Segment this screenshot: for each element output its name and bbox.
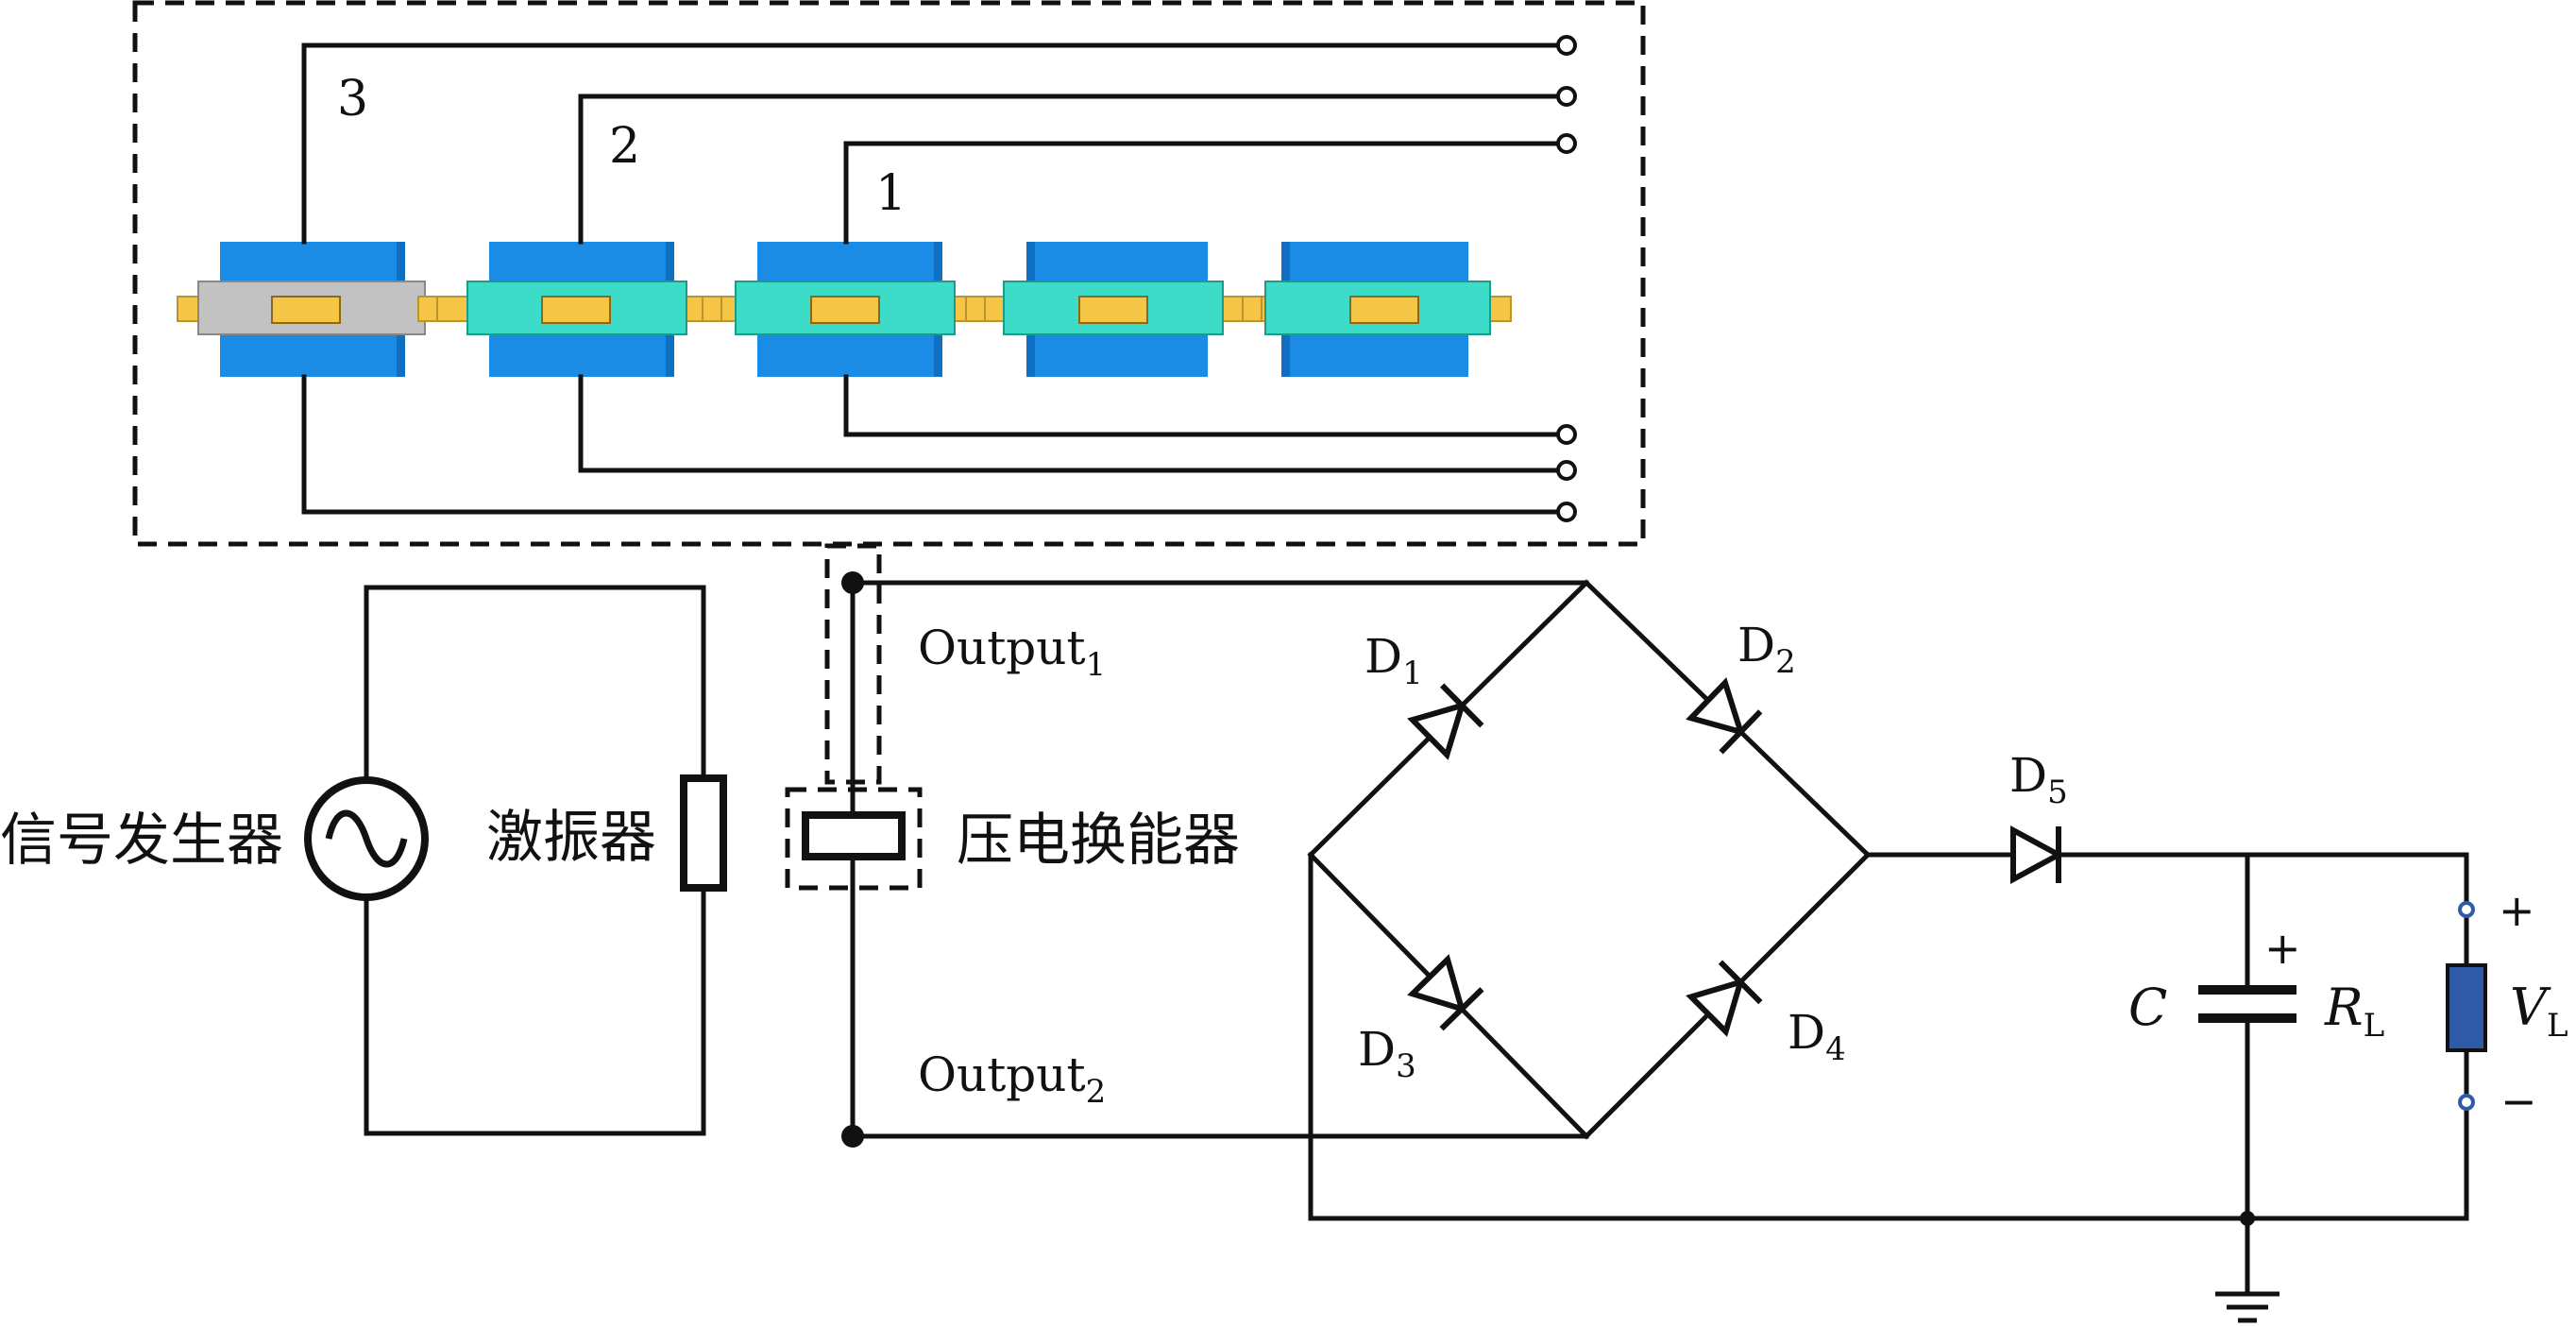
piezo-block-1 [735,242,956,377]
diode-bar [1718,960,1763,1005]
exciter-symbol [680,774,727,892]
block-sleeve [466,281,687,335]
diode-triangle [1407,701,1466,760]
diode-bar [1440,683,1484,728]
voltage-plus-sign: + [2499,885,2535,936]
rail-joint [417,296,438,322]
load-terminal-minus [2458,1094,2475,1111]
terminal-open [1556,86,1577,107]
exciter-label: 激振器 [486,805,656,871]
d5-label: D5 [2009,748,2068,811]
d2-label: D2 [1737,618,1796,681]
ground-icon [2215,1216,2279,1323]
block-inner-bar [271,296,341,324]
transducer-label: 压电换能器 [957,808,1240,874]
output1-label: Output1 [918,621,1106,684]
terminal-open [1556,424,1577,445]
voltage-label: VL [2510,978,2568,1045]
sine-wave-icon [325,809,408,868]
terminal-open [1556,502,1577,522]
excitation-loop-wire [364,585,706,796]
rail-joint [1242,296,1263,322]
diode-d3 [1407,954,1484,1031]
block-inner-bar [810,296,880,324]
diode-d2 [1686,677,1763,755]
diode-bar [1719,709,1763,755]
terminal-open [1556,133,1577,154]
stage-number-3: 3 [337,71,368,128]
load-resistor-symbol [2446,963,2487,1052]
stage-number-2: 2 [609,118,640,175]
diode-d4 [1686,960,1763,1037]
piezo-transducer-symbol [802,811,906,860]
piezo-block-5 [1264,242,1491,377]
lead-lower-2 [578,374,1561,473]
piezo-block-4 [1003,242,1224,377]
terminal-open [1556,35,1577,56]
rail-joint [965,296,986,322]
block-inner-bar [1078,296,1148,324]
return-wire [1308,852,2469,1221]
stage-number-1: 1 [875,165,907,222]
terminal-open [1556,460,1577,481]
excitation-circuit: 信号发生器 激振器 [0,585,727,1136]
signal-generator-label: 信号发生器 [0,808,283,874]
d4-label: D4 [1788,1005,1846,1068]
diode-d1 [1407,683,1484,760]
load-label: RL [2324,978,2384,1045]
load-terminal-plus [2458,901,2475,918]
lead-upper-1 [843,141,1561,245]
diode-d5 [2010,825,2065,885]
rail-joint [702,296,722,322]
lead-lower-3 [301,374,1561,515]
capacitor-plus-sign: + [2264,923,2301,974]
diode-triangle [1686,978,1745,1037]
diode-triangle [1407,954,1466,1013]
output2-label: Output2 [918,1047,1106,1111]
d1-label: D1 [1364,629,1423,692]
piezo-block-3 [197,242,426,377]
capacitor-label: C [2128,978,2167,1037]
block-inner-bar [541,296,611,324]
piezo-block-2 [466,242,687,377]
d3-label: D3 [1358,1022,1416,1085]
lead-upper-3 [301,43,1561,245]
lead-lower-1 [843,374,1561,437]
lead-upper-2 [578,94,1561,245]
signal-generator-symbol [304,776,429,901]
rectifier-circuit: 压电换能器 Output1 Output2 [785,543,2568,1323]
piezo-stack-group: 3 2 1 [132,0,1646,547]
excitation-loop-wire-lower [364,881,706,1136]
voltage-minus-sign: − [2500,1076,2537,1127]
diode-triangle [1686,677,1745,737]
block-inner-bar [1349,296,1419,324]
diode-bar [1439,987,1484,1031]
diode-triangle [2010,825,2065,885]
